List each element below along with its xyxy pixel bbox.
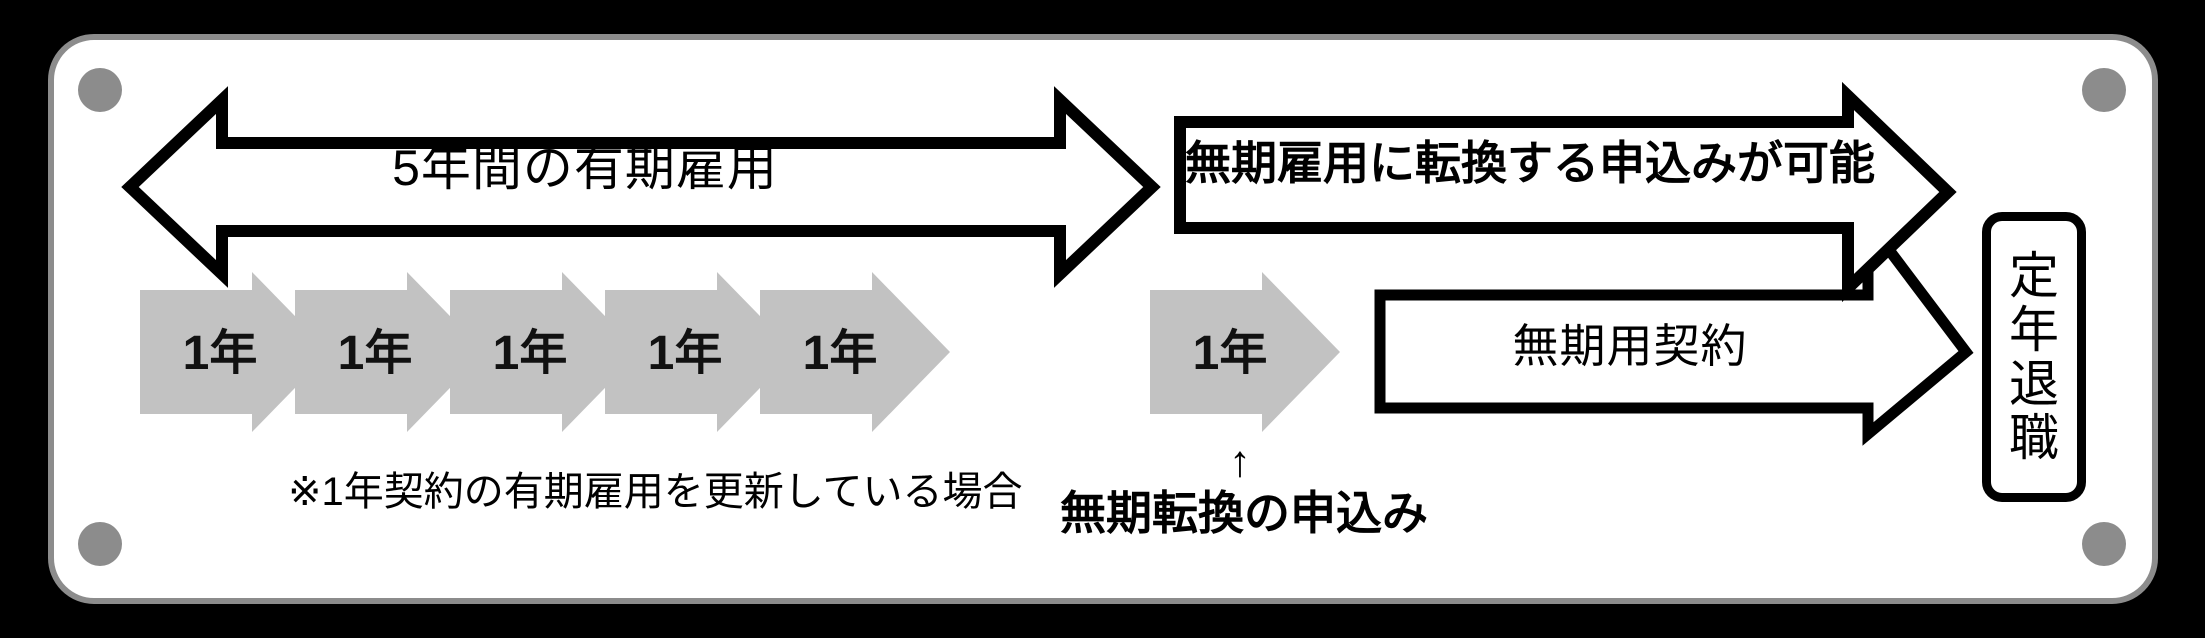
year-arrow-label-2: 1年 [337, 327, 413, 380]
indefinite-contract-label: 無期用契約 [1512, 320, 1748, 372]
retirement-char-2: 年 [2009, 302, 2059, 358]
retirement-char-3: 退 [2009, 356, 2059, 412]
conversion-application-label: 無期転換の申込み [1060, 487, 1428, 539]
year-arrow-label-6: 1年 [1192, 327, 1268, 380]
screw-top-left-icon [78, 68, 122, 112]
year-arrow-label-3: 1年 [492, 327, 568, 380]
retirement-char-4: 職 [2009, 410, 2059, 466]
fixed-term-span-label: 5年間の有期雇用 [392, 140, 778, 196]
retirement-box-text: 定 年 退 職 [1982, 212, 2086, 502]
screw-bottom-left-icon [78, 522, 122, 566]
fixed-term-note: ※1年契約の有期雇用を更新している場合 [288, 470, 1023, 514]
retirement-char-1: 定 [2009, 248, 2059, 304]
year-arrow-label-1: 1年 [182, 327, 258, 380]
screw-top-right-icon [2082, 68, 2126, 112]
year-arrow-label-5: 1年 [802, 327, 878, 380]
screw-bottom-right-icon [2082, 522, 2126, 566]
retirement-box [1982, 212, 2086, 502]
conversion-point-up-arrow-icon: ↑ [1229, 437, 1251, 486]
year-arrow-label-4: 1年 [647, 327, 723, 380]
conversion-right-label: 無期雇用に転換する申込みが可能 [1185, 137, 1875, 189]
